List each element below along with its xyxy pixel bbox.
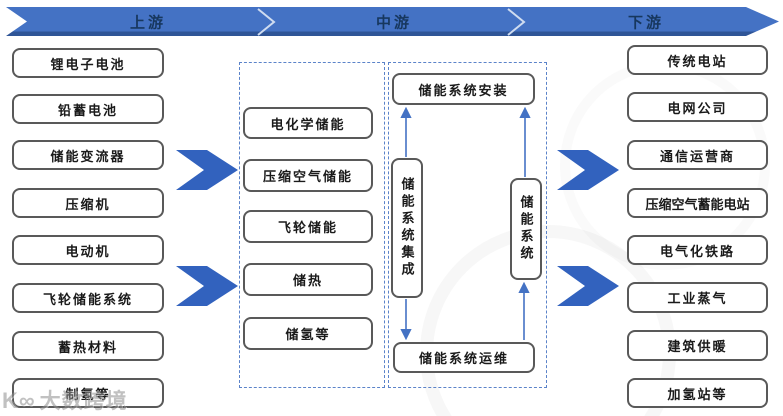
system-integration-node: 储能系统集成 [391, 158, 423, 298]
watermark-logo: K∞ [2, 388, 36, 413]
watermark-text: 大数跨境 [39, 390, 128, 413]
downstream-item-1: 传统电站 [627, 45, 768, 75]
flow-arrow-icon [176, 266, 238, 306]
system-operation-node: 储能系统运维 [393, 342, 535, 373]
upstream-item-2: 铅蓄电池 [12, 94, 164, 124]
banner-chevron-separator-icon [507, 8, 526, 36]
midstream-tech-group-frame [239, 62, 385, 388]
downstream-item-3: 通信运营商 [627, 140, 768, 170]
stage-midstream-label: 中游 [375, 14, 413, 31]
downstream-item-6: 工业蒸气 [627, 282, 768, 313]
downstream-item-4: 压缩空气蓄能电站 [627, 188, 768, 218]
stage-upstream-label: 上游 [129, 14, 167, 31]
stage-downstream-label: 下游 [627, 14, 665, 31]
midstream-tech-5: 储氢等 [243, 317, 373, 350]
upstream-item-1: 锂电子电池 [12, 48, 164, 78]
midstream-system-group-frame [388, 62, 547, 388]
upstream-item-3: 储能变流器 [12, 140, 164, 170]
flow-arrow-icon [557, 150, 619, 190]
downstream-item-8: 加氢站等 [627, 378, 768, 408]
system-node: 储能系统 [510, 178, 542, 280]
flow-arrow-icon [557, 266, 619, 306]
upstream-item-8: 制氢等 [12, 378, 164, 408]
midstream-tech-4: 储热 [243, 263, 373, 296]
downstream-item-2: 电网公司 [627, 92, 768, 122]
banner-chevron-separator-icon [257, 8, 276, 36]
upstream-item-5: 电动机 [12, 235, 164, 265]
downstream-item-7: 建筑供暖 [627, 330, 768, 361]
upstream-item-6: 飞轮储能系统 [12, 283, 164, 313]
system-install-node: 储能系统安装 [392, 73, 535, 105]
downstream-item-5: 电气化铁路 [627, 235, 768, 265]
flow-arrow-icon [176, 150, 238, 190]
stage-banner: 上游 中游 下游 [6, 7, 779, 36]
upstream-item-7: 蓄热材料 [12, 331, 164, 361]
midstream-tech-1: 电化学储能 [243, 107, 373, 139]
midstream-tech-3: 飞轮储能 [243, 210, 373, 243]
watermark: K∞大数跨境 [2, 385, 128, 415]
midstream-tech-2: 压缩空气储能 [243, 159, 373, 192]
upstream-item-4: 压缩机 [12, 188, 164, 218]
